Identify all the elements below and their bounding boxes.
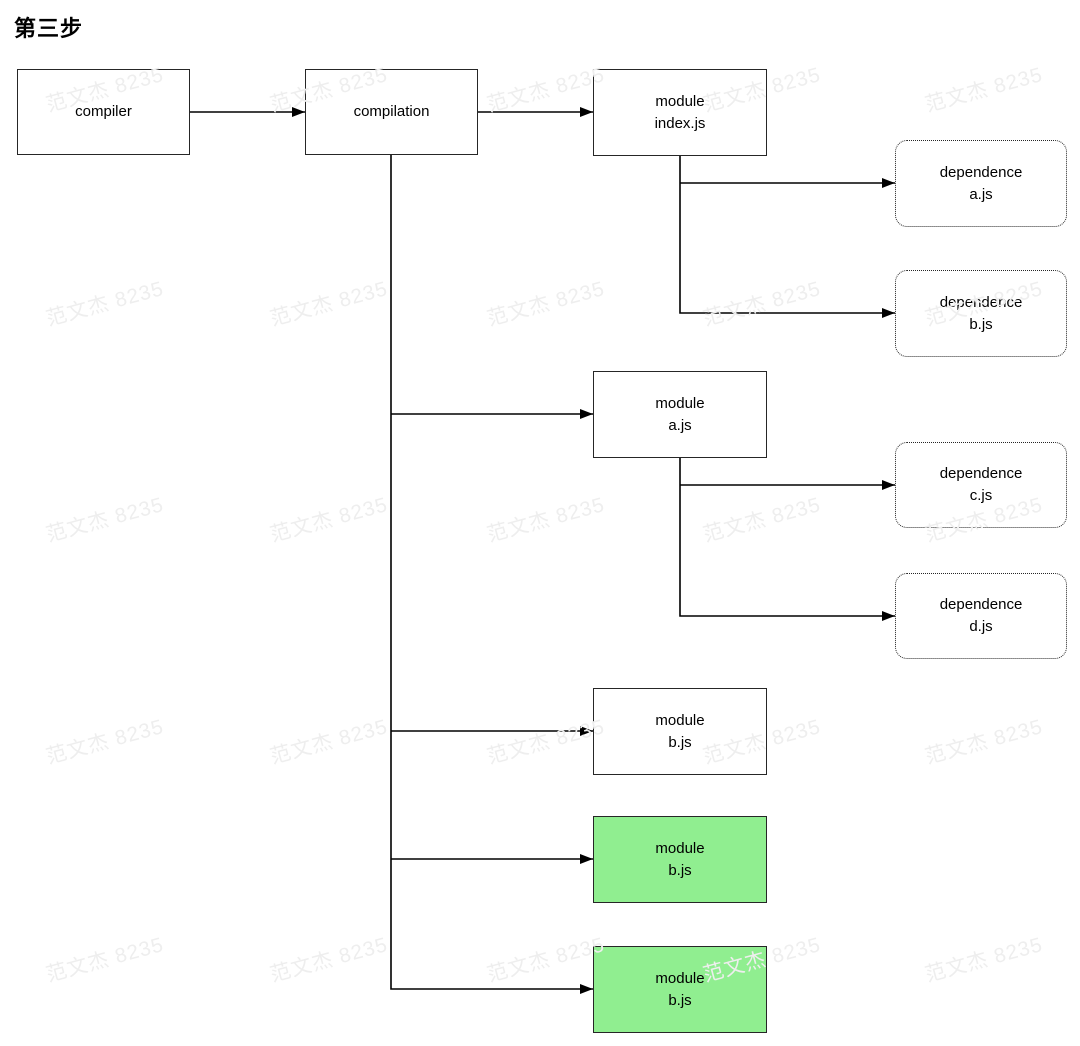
node-module-b-js-green-2: module b.js <box>593 946 767 1033</box>
diagram-title: 第三步 <box>14 16 84 41</box>
node-dependence-a-js: dependence a.js <box>895 140 1067 227</box>
node-module-b-js: module b.js <box>593 688 767 775</box>
edge-compilation-trunk-and-module-b-green-2 <box>390 155 593 994</box>
node-compilation: compilation <box>305 69 478 155</box>
edge-module-index-dependence-b <box>679 156 895 318</box>
node-module-b-js-green-1: module b.js <box>593 816 767 903</box>
node-dependence-d-js: dependence d.js <box>895 573 1067 659</box>
edge-module-a-dependence-d <box>679 458 895 621</box>
node-dependence-b-js: dependence b.js <box>895 270 1067 357</box>
node-module-index-js: module index.js <box>593 69 767 156</box>
node-compiler: compiler <box>17 69 190 155</box>
node-dependence-c-js: dependence c.js <box>895 442 1067 528</box>
node-module-a-js: module a.js <box>593 371 767 458</box>
